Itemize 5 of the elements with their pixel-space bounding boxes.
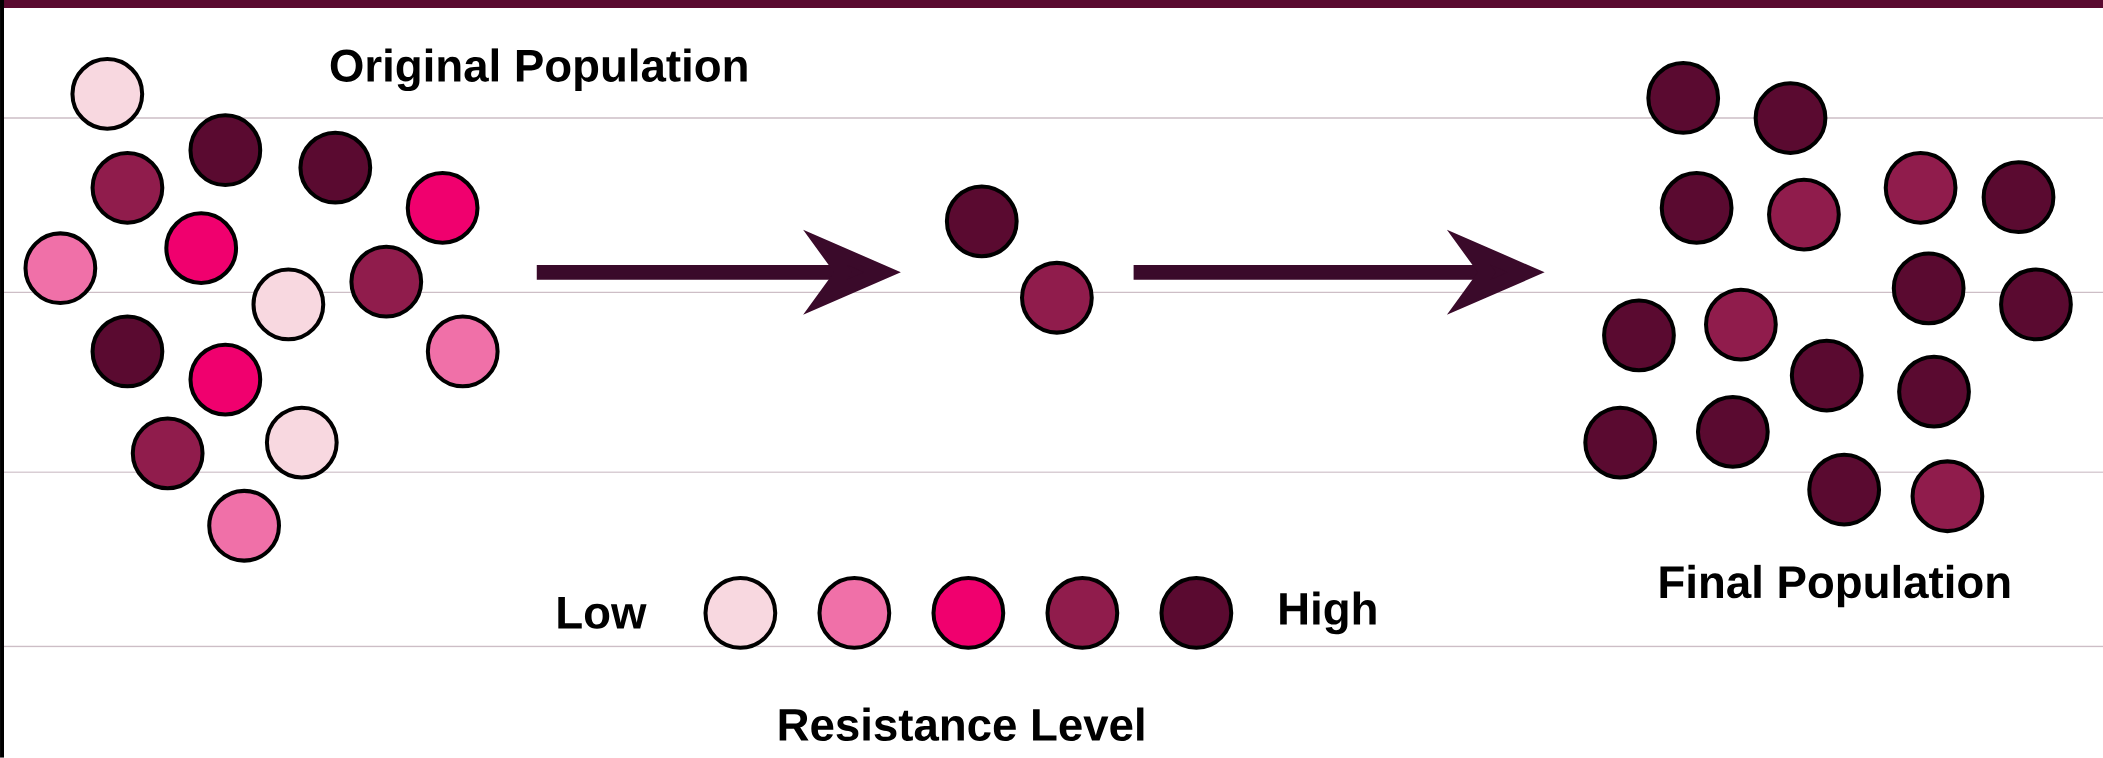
- population-heading: Final Population: [1660, 564, 2010, 608]
- scale-label: Resistance Level: [779, 707, 1144, 742]
- population-heading: Original Population: [330, 48, 747, 92]
- scale-label: High: [1280, 591, 1376, 635]
- bacteria-drawing: [944, 184, 1094, 335]
